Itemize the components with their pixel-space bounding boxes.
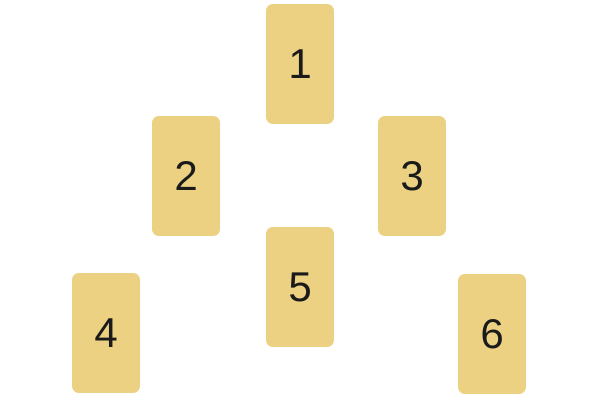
card-number: 6 — [480, 310, 504, 357]
card-6[interactable]: 6 — [458, 274, 526, 394]
card-number: 1 — [288, 40, 312, 87]
card-number: 5 — [288, 263, 312, 310]
card-number: 2 — [174, 152, 198, 199]
card-5[interactable]: 5 — [266, 227, 334, 347]
card-1[interactable]: 1 — [266, 4, 334, 124]
card-3[interactable]: 3 — [378, 116, 446, 236]
card-number: 3 — [400, 152, 424, 199]
card-2[interactable]: 2 — [152, 116, 220, 236]
card-number: 4 — [94, 309, 118, 356]
card-4[interactable]: 4 — [72, 273, 140, 393]
